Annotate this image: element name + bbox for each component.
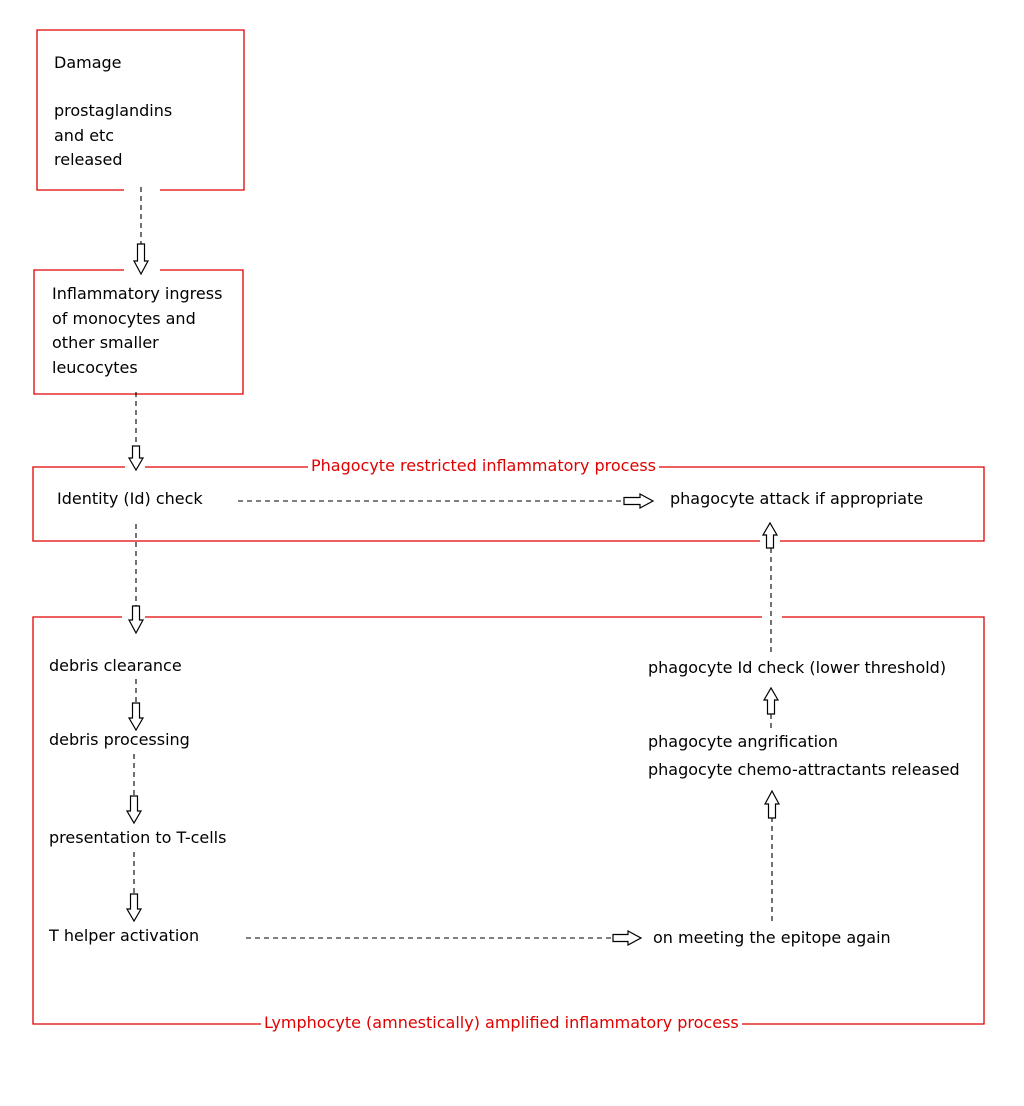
arrow-down-icon [132,243,150,276]
ingress-text: Inflammatory ingress of monocytes and ot… [52,284,223,377]
arrow-down-icon [127,445,145,472]
phagocyte-region-title: Phagocyte restricted inflammatory proces… [308,454,659,479]
damage-text: prostaglandins and etc released [54,101,173,167]
presentation-label: presentation to T-cells [49,828,227,847]
phagocyte-attack-label: phagocyte attack if appropriate [670,489,924,508]
debris-processing-label: debris processing [49,730,190,749]
lymphocyte-region-title: Lymphocyte (amnestically) amplified infl… [261,1011,742,1036]
identity-check-label: Identity (Id) check [57,489,203,508]
ingress-box [33,269,244,395]
epitope-meeting-label: on meeting the epitope again [653,928,891,947]
damage-box [36,29,245,191]
arrow-up-icon [761,521,779,549]
debris-clearance-label: debris clearance [49,656,182,675]
id-check-lower-label: phagocyte Id check (lower threshold) [648,658,947,677]
arrow-down-icon [125,795,143,825]
arrow-up-icon [763,789,781,819]
angrification-label: phagocyte angrification [648,732,838,751]
arrow-down-icon [127,605,145,635]
arrow-right-icon [623,492,655,510]
arrow-down-icon [127,702,145,732]
arrow-down-icon [125,893,143,923]
damage-title: Damage [54,53,122,72]
arrow-up-icon [762,686,780,715]
t-helper-activation-label: T helper activation [49,926,200,945]
chemo-attractants-label: phagocyte chemo-attractants released [648,760,960,779]
arrow-right-icon [612,929,643,947]
